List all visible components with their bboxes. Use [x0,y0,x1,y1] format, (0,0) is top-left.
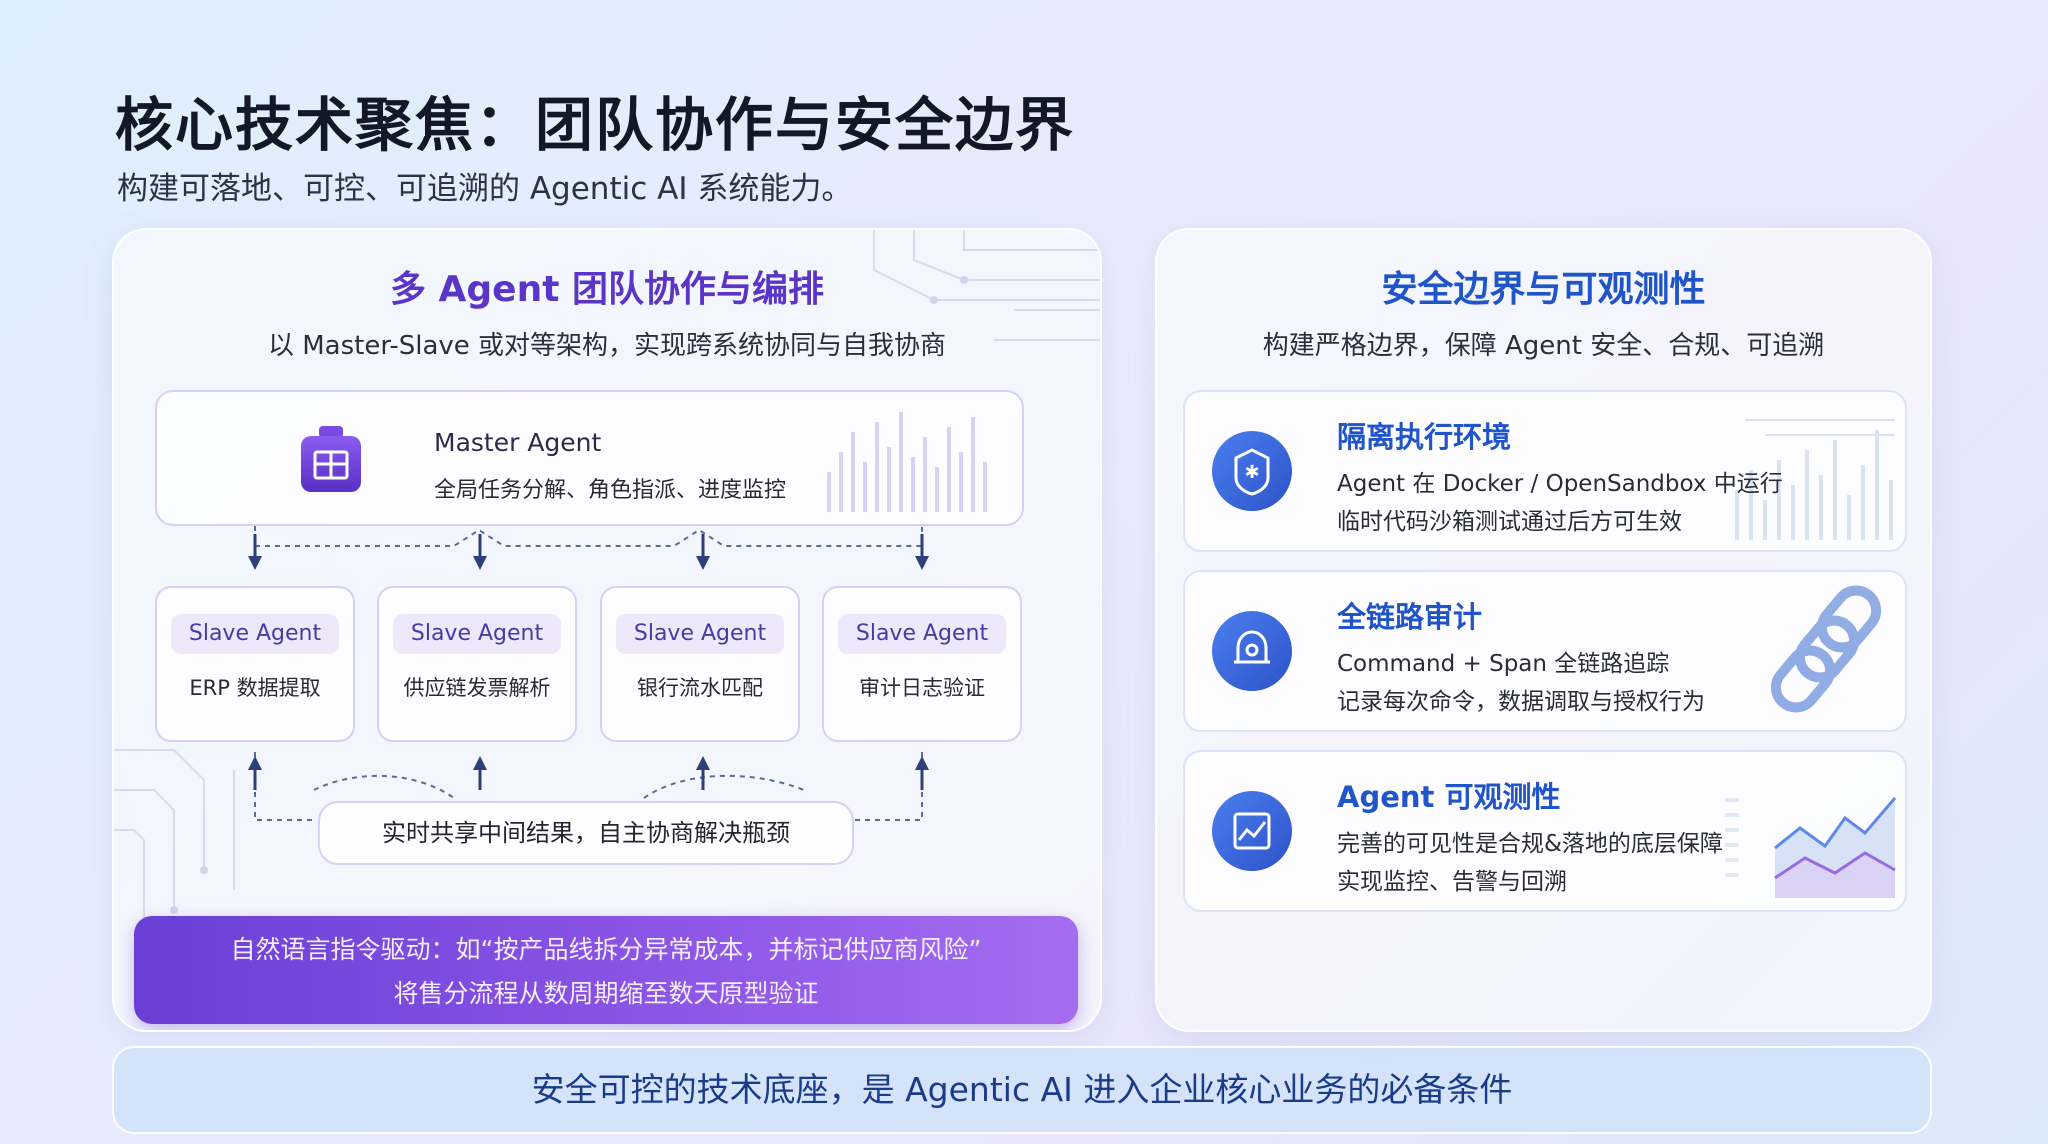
banner-line-2: 将售分流程从数周期缩至数天原型验证 [393,979,819,1008]
page-title: 核心技术聚焦：团队协作与安全边界 [115,91,1076,159]
chain-link-icon [1770,585,1882,713]
card-line-2: 实现监控、告警与回溯 [1337,869,1567,895]
footer-banner: 安全可控的技术底座，是 Agentic AI 进入企业核心业务的必备条件 [112,1046,1932,1134]
slave-agent-tag: Slave Agent [393,614,561,654]
card-line-1: Command + Span 全链路追踪 [1337,651,1670,677]
slave-agent-card: Slave Agent 审计日志验证 [822,586,1022,742]
slave-agent-card: Slave Agent 银行流水匹配 [600,586,800,742]
slave-agent-tag: Slave Agent [616,614,784,654]
slave-agent-desc: 银行流水匹配 [637,676,763,700]
slave-agent-desc: 供应链发票解析 [403,676,551,700]
card-title: 隔离执行环境 [1337,420,1512,454]
audit-bell-icon [1212,611,1292,691]
connector-lines [248,526,929,821]
feature-card-observability: Agent 可观测性 完善的可见性是合规&落地的底层保障 实现监控、告警与回溯 [1183,750,1907,912]
feature-card-isolation: ✱ 隔离执行环境 Agent 在 Docker / OpenSandbox 中运… [1183,390,1907,552]
multi-agent-title: 多 Agent 团队协作与编排 [390,269,824,310]
shared-results-box: 实时共享中间结果，自主协商解决瓶颈 [318,801,854,865]
slave-agent-card: Slave Agent 供应链发票解析 [377,586,577,742]
shield-icon: ✱ [1212,431,1292,511]
security-title: 安全边界与可观测性 [1381,269,1706,310]
security-subtitle: 构建严格边界，保障 Agent 安全、合规、可追溯 [1262,331,1825,361]
slave-agent-tag: Slave Agent [171,614,339,654]
card-title: 全链路审计 [1337,600,1483,634]
security-panel: 安全边界与可观测性 构建严格边界，保障 Agent 安全、合规、可追溯 ✱ [1155,228,1932,1032]
trend-chart-decoration [1725,797,1897,898]
chart-icon [1212,791,1292,871]
master-agent-desc: 全局任务分解、角色指派、进度监控 [434,478,787,503]
circuit-decoration [114,230,1100,930]
page-subtitle: 构建可落地、可控、可追溯的 Agentic AI 系统能力。 [117,171,853,207]
feature-card-audit: 全链路审计 Command + Span 全链路追踪 记录每次命令，数据调取与授… [1183,570,1907,732]
card-title: Agent 可观测性 [1337,780,1561,814]
natural-language-banner: 自然语言指令驱动：如“按产品线拆分异常成本，并标记供应商风险” 将售分流程从数周… [134,916,1078,1024]
data-bars-decoration [827,412,987,512]
card-line-2: 记录每次命令，数据调取与授权行为 [1337,689,1705,715]
multi-agent-panel: 多 Agent 团队协作与编排 以 Master-Slave 或对等架构，实现跨… [112,228,1102,1032]
slave-agent-tag: Slave Agent [838,614,1006,654]
slave-agent-card: Slave Agent ERP 数据提取 [155,586,355,742]
master-agent-box: Master Agent 全局任务分解、角色指派、进度监控 [155,390,1024,526]
master-agent-name: Master Agent [434,428,602,457]
banner-line-1: 自然语言指令驱动：如“按产品线拆分异常成本，并标记供应商风险” [230,935,982,964]
card-line-2: 临时代码沙箱测试通过后方可生效 [1337,509,1682,535]
card-line-1: 完善的可见性是合规&落地的底层保障 [1337,831,1723,857]
slave-agent-desc: ERP 数据提取 [189,676,321,700]
card-line-1: Agent 在 Docker / OpenSandbox 中运行 [1337,471,1783,497]
data-bars-decoration [1735,419,1895,540]
slave-agent-desc: 审计日志验证 [859,676,985,700]
building-icon [301,426,361,492]
svg-text:✱: ✱ [1244,462,1259,483]
multi-agent-subtitle: 以 Master-Slave 或对等架构，实现跨系统协同与自我协商 [267,331,947,361]
